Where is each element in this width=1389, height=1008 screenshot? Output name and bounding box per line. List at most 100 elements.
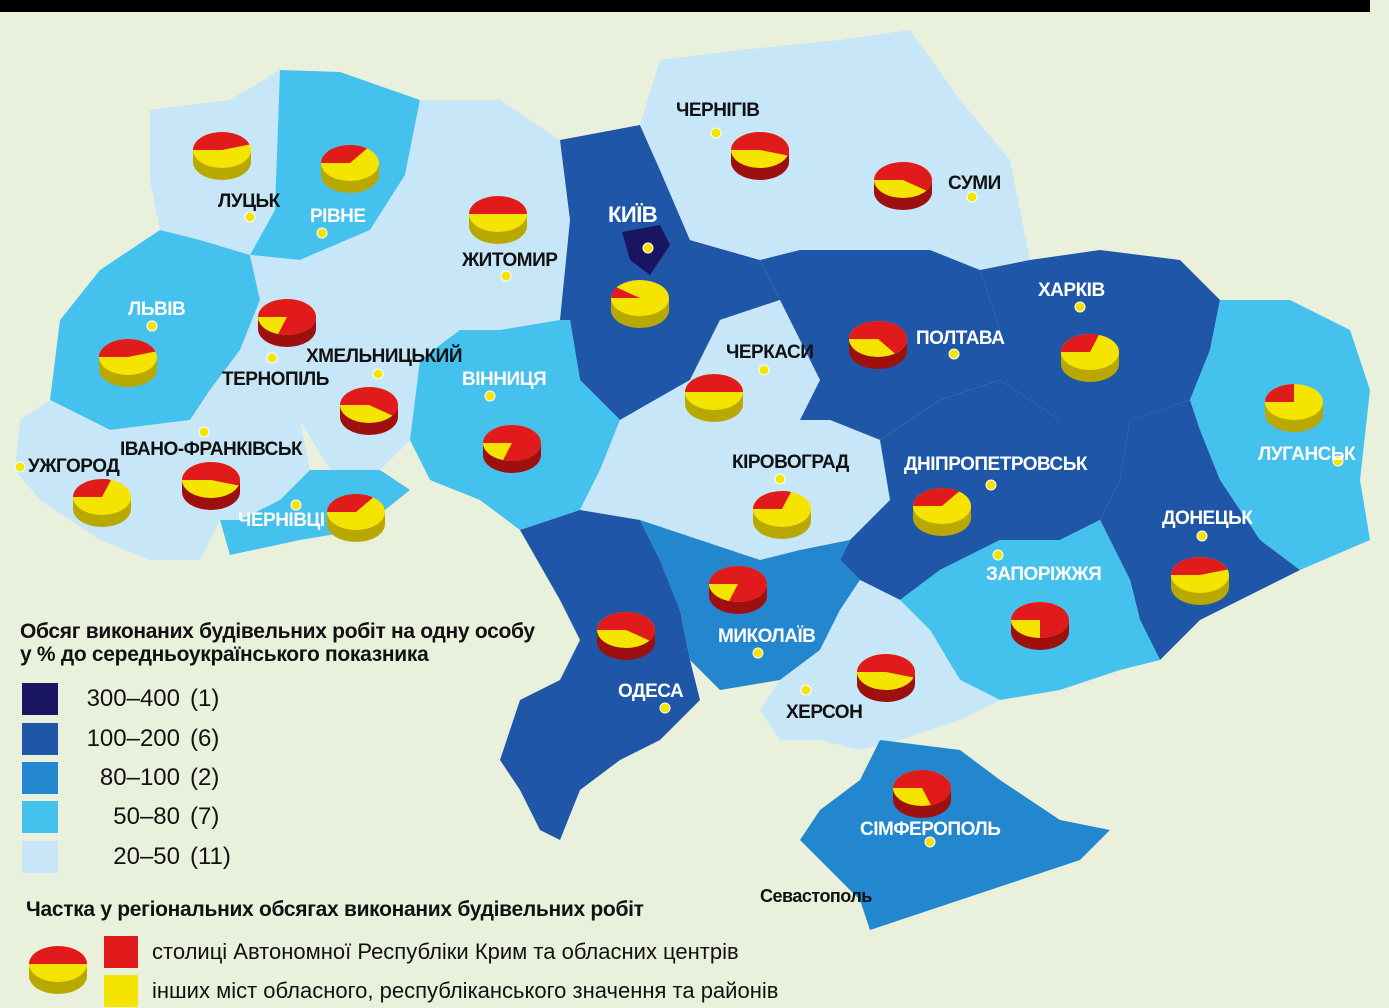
region-kyiv xyxy=(560,125,780,420)
pie-red-wedge xyxy=(1011,602,1069,638)
pie-lutsk xyxy=(193,132,251,180)
pie-red-wedge xyxy=(321,145,368,163)
city-label-poltava: ПОЛТАВА xyxy=(916,328,1005,349)
pie-chernivtsi xyxy=(327,494,385,542)
city-label-chernihiv: ЧЕРНІГІВ xyxy=(676,100,759,121)
legend-swatch xyxy=(22,801,58,833)
pie-red-wedge xyxy=(340,387,399,416)
legend-swatch xyxy=(22,683,58,715)
city-label-zaporizhzhia: ЗАПОРІЖЖЯ xyxy=(986,564,1101,585)
legend-swatch xyxy=(22,762,58,794)
city-dot-donetsk xyxy=(1196,530,1208,542)
pie-red-wedge xyxy=(893,770,952,806)
pie-rivne xyxy=(321,145,379,193)
legend-row: 50–80 (7) xyxy=(22,800,219,834)
city-label-odesa: ОДЕСА xyxy=(618,681,684,702)
city-dot-zaporizhzhia xyxy=(992,549,1004,561)
city-label-kirovohrad: КІРОВОГРАД xyxy=(732,452,850,473)
share-row-yellow: інших міст обласного, республіканського … xyxy=(104,975,778,1007)
pies-layer xyxy=(73,132,1323,818)
legend-range: 300–400 xyxy=(86,685,180,712)
legend-count: (2) xyxy=(190,764,220,791)
city-dot-luhansk xyxy=(1332,455,1344,467)
city-dot-ternopil xyxy=(266,352,278,364)
pie-donetsk xyxy=(1171,556,1229,605)
pie-poltava xyxy=(849,321,907,369)
city-dot-lviv xyxy=(146,320,158,332)
top-rule xyxy=(0,0,1370,12)
pie-mykolaiv xyxy=(709,566,768,614)
pie-red-wedge xyxy=(685,374,743,392)
legend-count: (1) xyxy=(190,685,220,712)
legend-row: 20–50 (11) xyxy=(22,840,231,874)
city-markers xyxy=(14,127,1344,848)
legend-title-line1: Обсяг виконаних будівельних робіт на одн… xyxy=(20,620,535,643)
legend-row: 80–100 (2) xyxy=(22,761,219,795)
pie-luhansk xyxy=(1265,384,1323,432)
legend-count: (6) xyxy=(190,725,220,752)
pie-red-wedge xyxy=(73,478,111,497)
city-dot-dnipro xyxy=(985,479,997,491)
yellow-swatch xyxy=(104,975,138,1007)
city-label-lviv: ЛЬВІВ xyxy=(128,299,185,320)
pie-red-wedge xyxy=(849,321,907,354)
region-donetsk xyxy=(1100,400,1300,660)
region-kirovohrad xyxy=(580,420,890,560)
pie-red-wedge xyxy=(1061,334,1099,352)
pie-red-wedge xyxy=(327,494,374,512)
pie-red-wedge xyxy=(193,132,250,150)
city-label-khmelnytskyi: ХМЕЛЬНИЦЬКИЙ xyxy=(306,345,462,367)
legend-title: Обсяг виконаних будівельних робіт на одн… xyxy=(20,620,535,666)
pie-red-wedge xyxy=(182,462,241,486)
pie-ternopil xyxy=(258,299,317,347)
share-label-yellow: інших міст обласного, республіканського … xyxy=(152,978,779,1003)
city-label-uzhhorod: УЖГОРОД xyxy=(28,456,120,477)
city-label-cherkasy: ЧЕРКАСИ xyxy=(726,342,813,363)
pie-vinnytsia xyxy=(483,425,541,473)
pie-red-wedge xyxy=(469,196,527,214)
pie-chernihiv xyxy=(731,132,789,180)
legend-range: 50–80 xyxy=(113,803,180,830)
region-crimea xyxy=(800,740,1110,930)
city-label-chernivtsi: ЧЕРНІВЦІ xyxy=(238,510,325,531)
city-dot-kherson xyxy=(800,684,812,696)
city-dot-simferopol xyxy=(924,836,936,848)
city-label-vinnytsia: ВІННИЦЯ xyxy=(462,369,546,390)
pie-red-wedge xyxy=(753,491,791,509)
pie-red-wedge xyxy=(857,654,915,678)
city-labels: ЛУЦЬК РІВНЕ ЖИТОМИР КИЇВ ЧЕРНІГІВ СУМИ Л… xyxy=(28,100,1357,906)
city-label-kharkiv: ХАРКІВ xyxy=(1038,280,1105,301)
pie-sumy xyxy=(874,161,932,210)
pie-red-wedge xyxy=(99,339,156,357)
legend-count: (7) xyxy=(190,803,220,830)
region-vinnytsia xyxy=(410,320,620,530)
pie-red-wedge xyxy=(874,161,932,191)
city-label-lutsk: ЛУЦЬК xyxy=(218,191,281,212)
city-dot-chernihiv xyxy=(710,127,722,139)
city-label-dnipro: ДНІПРОПЕТРОВСЬК xyxy=(904,454,1088,475)
city-label-sevastopol: Севастополь xyxy=(760,886,872,906)
city-dot-mykolaiv xyxy=(752,647,764,659)
city-dot-kharkiv xyxy=(1074,301,1086,313)
pie-red-wedge xyxy=(1265,384,1294,402)
region-kharkiv xyxy=(980,250,1220,420)
pie-kirovohrad xyxy=(753,491,811,539)
pie-cherkasy xyxy=(685,374,743,422)
pie-zhytomyr xyxy=(469,196,527,244)
region-sumy xyxy=(800,30,1030,270)
city-dot-cherkasy xyxy=(758,364,770,376)
city-label-donetsk: ДОНЕЦЬК xyxy=(1162,508,1253,529)
legend-range: 80–100 xyxy=(99,764,180,791)
pie-kherson xyxy=(857,654,915,702)
pie-uzhhorod xyxy=(73,478,131,527)
pie-odesa xyxy=(597,612,655,660)
city-label-kyiv: КИЇВ xyxy=(608,202,657,227)
city-label-zhytomyr: ЖИТОМИР xyxy=(461,250,558,271)
legend-swatch xyxy=(22,841,58,873)
pie-red-wedge xyxy=(1171,556,1228,575)
city-label-mykolaiv: МИКОЛАЇВ xyxy=(718,626,815,647)
region-chernivtsi xyxy=(220,470,410,555)
city-dot-zhytomyr xyxy=(500,270,512,282)
legend-row: 100–200 (6) xyxy=(22,722,219,756)
